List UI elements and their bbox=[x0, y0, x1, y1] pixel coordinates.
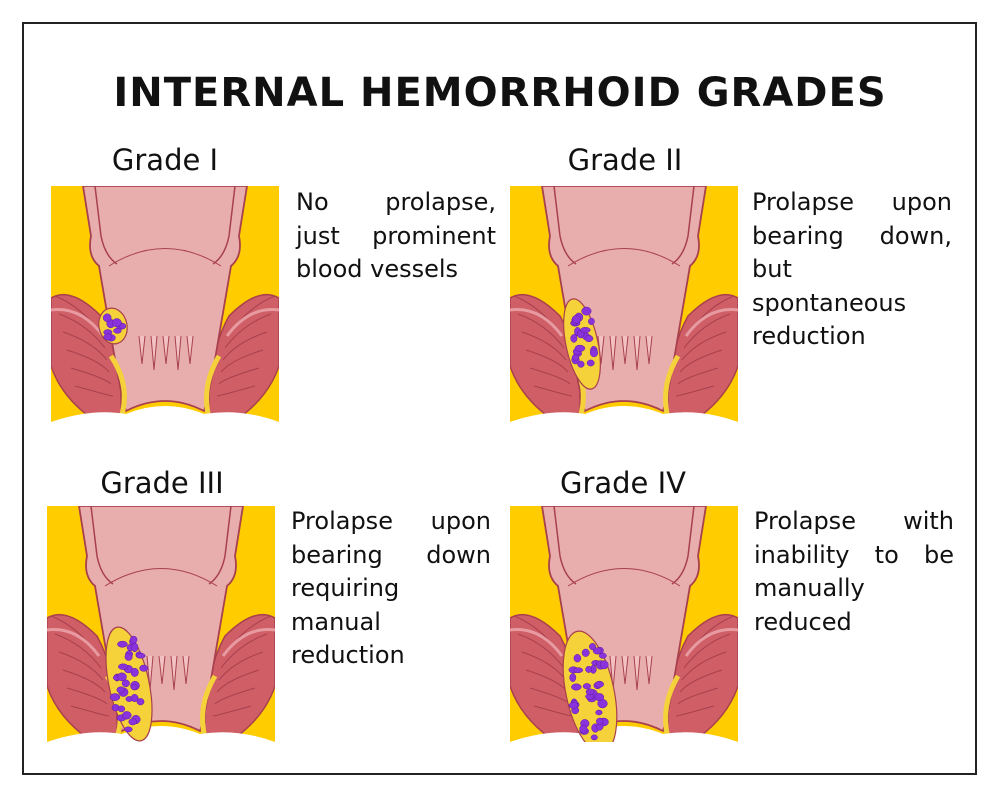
anal-canal-illustration bbox=[510, 506, 738, 742]
blood-vessel bbox=[589, 348, 599, 358]
description-line: reduction bbox=[752, 322, 866, 350]
description-line: reduction bbox=[291, 641, 405, 669]
blood-vessel bbox=[594, 693, 605, 702]
blood-vessel bbox=[568, 702, 579, 709]
blood-vessel bbox=[589, 643, 596, 651]
grade-description: Prolapse with inability to be manually redu… bbox=[754, 505, 954, 639]
anal-canal-illustration bbox=[510, 186, 738, 422]
description-line: manual bbox=[291, 607, 381, 636]
blood-vessel bbox=[121, 679, 130, 688]
grade-label: Grade II bbox=[567, 143, 683, 177]
diagram-title: INTERNAL HEMORRHOID GRADES bbox=[113, 70, 887, 116]
blood-vessel bbox=[580, 327, 591, 333]
blood-vessel bbox=[111, 318, 122, 328]
blood-vessel bbox=[136, 698, 145, 706]
diagram-frame bbox=[22, 22, 977, 775]
blood-vessel bbox=[582, 683, 591, 690]
blood-vessel bbox=[584, 334, 594, 343]
description-line: requiring bbox=[291, 574, 400, 602]
blood-vessel bbox=[574, 344, 586, 352]
grade-description: Prolapse upon bearing down, but spontaneous… bbox=[752, 186, 952, 354]
grade-description: Prolapse upon bearing down requiring manual… bbox=[291, 505, 491, 673]
blood-vessel bbox=[595, 709, 603, 716]
blood-vessel bbox=[573, 667, 584, 674]
rectum-wall bbox=[82, 186, 248, 413]
description-line: No prolapse, bbox=[296, 188, 496, 216]
blood-vessel bbox=[571, 683, 582, 691]
description-line: inability to be bbox=[754, 540, 954, 569]
description-line: Prolapse with bbox=[754, 507, 954, 535]
blood-vessel bbox=[588, 317, 595, 325]
description-line: bearing down bbox=[291, 540, 491, 569]
blood-vessel bbox=[117, 640, 128, 648]
blood-vessel bbox=[103, 333, 112, 341]
blood-vessel bbox=[124, 726, 133, 733]
blood-vessel bbox=[139, 664, 149, 672]
blood-vessel bbox=[128, 718, 137, 726]
grade-label: Grade IV bbox=[559, 466, 687, 500]
blood-vessel bbox=[592, 647, 602, 655]
blood-vessel bbox=[570, 334, 578, 343]
blood-vessel bbox=[109, 693, 121, 701]
blood-vessel bbox=[594, 680, 604, 688]
description-line: blood vessels bbox=[296, 255, 459, 283]
anal-canal-illustration bbox=[51, 186, 279, 422]
description-line: Prolapse upon bbox=[752, 188, 952, 216]
blood-vessel bbox=[135, 652, 146, 659]
blood-vessel bbox=[113, 327, 122, 334]
blood-vessel bbox=[130, 694, 139, 702]
blood-vessel bbox=[585, 688, 595, 696]
blood-vessel bbox=[117, 672, 127, 682]
description-line: spontaneous bbox=[752, 288, 907, 317]
blood-vessel bbox=[585, 665, 593, 673]
grade-label: Grade III bbox=[100, 466, 224, 500]
blood-vessel bbox=[590, 734, 598, 741]
blood-vessel bbox=[581, 648, 590, 657]
description-line: Prolapse upon bbox=[291, 507, 491, 535]
grade-description: No prolapse, just prominent blood vessels bbox=[296, 186, 496, 287]
blood-vessel bbox=[571, 354, 580, 361]
blood-vessel bbox=[131, 642, 139, 653]
blood-vessel bbox=[573, 654, 582, 663]
blood-vessel bbox=[130, 667, 139, 677]
blood-vessel bbox=[579, 724, 588, 734]
blood-vessel bbox=[129, 635, 138, 644]
anal-columns bbox=[597, 335, 653, 371]
blood-vessel bbox=[586, 359, 595, 367]
blood-vessel bbox=[571, 314, 581, 324]
blood-vessel bbox=[577, 360, 585, 368]
blood-vessel bbox=[116, 686, 126, 694]
description-line: manually bbox=[754, 574, 865, 602]
blood-vessel bbox=[124, 653, 133, 661]
description-line: bearing down, bbox=[752, 221, 952, 250]
description-line: reduced bbox=[754, 607, 852, 636]
grade-label: Grade I bbox=[111, 143, 219, 177]
blood-vessel bbox=[599, 660, 609, 670]
description-line: but bbox=[752, 255, 792, 283]
blood-vessel bbox=[102, 313, 112, 323]
description-line: just prominent bbox=[296, 221, 496, 250]
blood-vessel bbox=[569, 673, 577, 682]
anal-columns bbox=[138, 335, 194, 371]
blood-vessel bbox=[130, 683, 138, 691]
blood-vessel bbox=[118, 663, 129, 670]
anal-canal-illustration bbox=[47, 506, 275, 742]
blood-vessel bbox=[596, 717, 604, 725]
blood-vessel bbox=[117, 705, 126, 713]
blood-vessel bbox=[581, 306, 592, 316]
blood-vessel bbox=[122, 711, 132, 720]
